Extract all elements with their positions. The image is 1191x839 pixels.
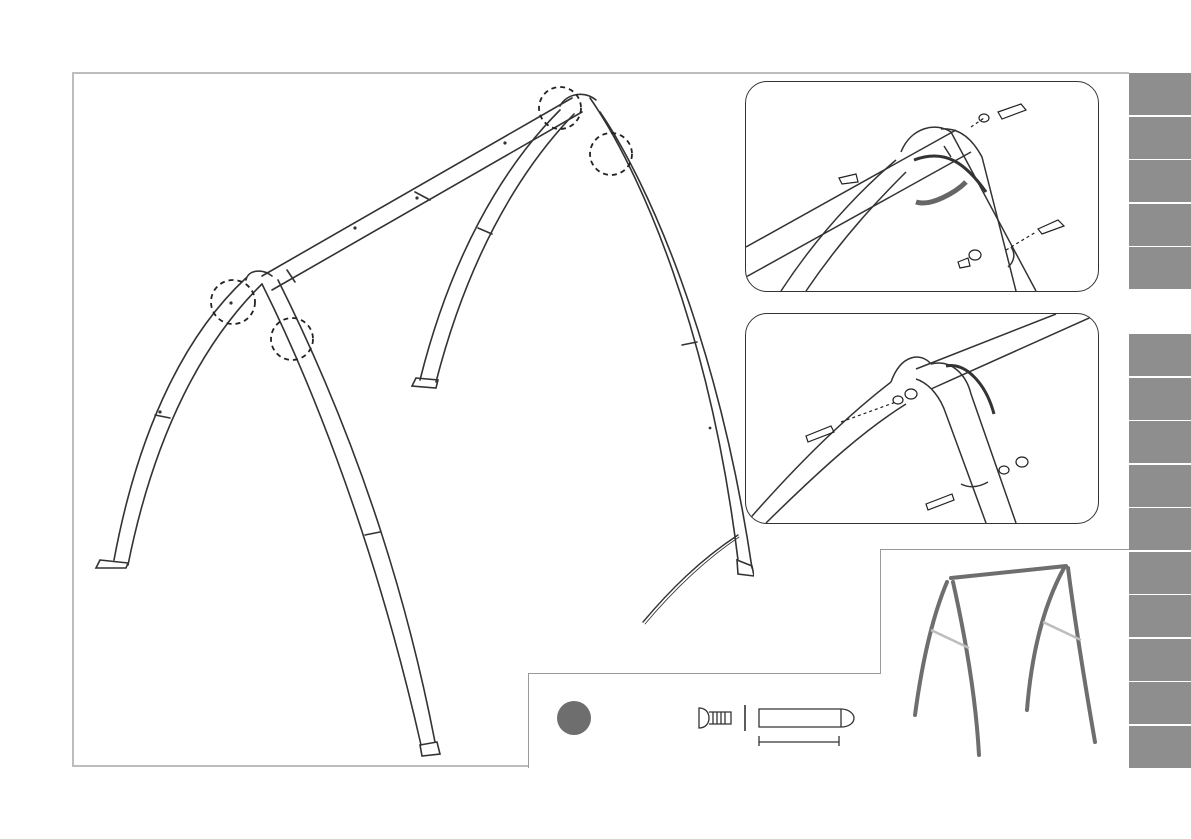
- section-tab[interactable]: [1129, 682, 1191, 724]
- section-tab[interactable]: [1129, 465, 1191, 507]
- section-tab[interactable]: [1129, 508, 1191, 550]
- completed-frame-icon: [881, 550, 1130, 767]
- section-tab[interactable]: [1129, 204, 1191, 246]
- long-bolt-icon: [759, 709, 854, 746]
- section-tab[interactable]: [1129, 73, 1191, 115]
- section-tab[interactable]: [1129, 421, 1191, 463]
- main-assembly-drawing: [74, 74, 754, 764]
- highlight-circle: [539, 87, 581, 129]
- section-tab[interactable]: [1129, 595, 1191, 637]
- bolt-assembly-icon: [746, 82, 1098, 291]
- section-tabs-bottom: [1129, 334, 1191, 769]
- section-tab[interactable]: [1129, 726, 1191, 768]
- bolt-head-icon: [699, 708, 731, 728]
- swing-frame-assembly-icon: [74, 74, 754, 764]
- section-tab[interactable]: [1129, 334, 1191, 376]
- section-tab[interactable]: [1129, 247, 1191, 289]
- section-tab[interactable]: [1129, 552, 1191, 594]
- top-connection-detail: [745, 81, 1099, 292]
- section-tab[interactable]: [1129, 117, 1191, 159]
- section-tab[interactable]: [1129, 378, 1191, 420]
- bottom-connection-detail: [745, 313, 1099, 524]
- completed-frame-overview: [880, 549, 1130, 767]
- section-tab[interactable]: [1129, 639, 1191, 681]
- parts-list: [528, 673, 881, 768]
- bolt-assembly-icon: [746, 314, 1098, 523]
- section-tab[interactable]: [1129, 160, 1191, 202]
- section-tabs-top: [1129, 73, 1191, 291]
